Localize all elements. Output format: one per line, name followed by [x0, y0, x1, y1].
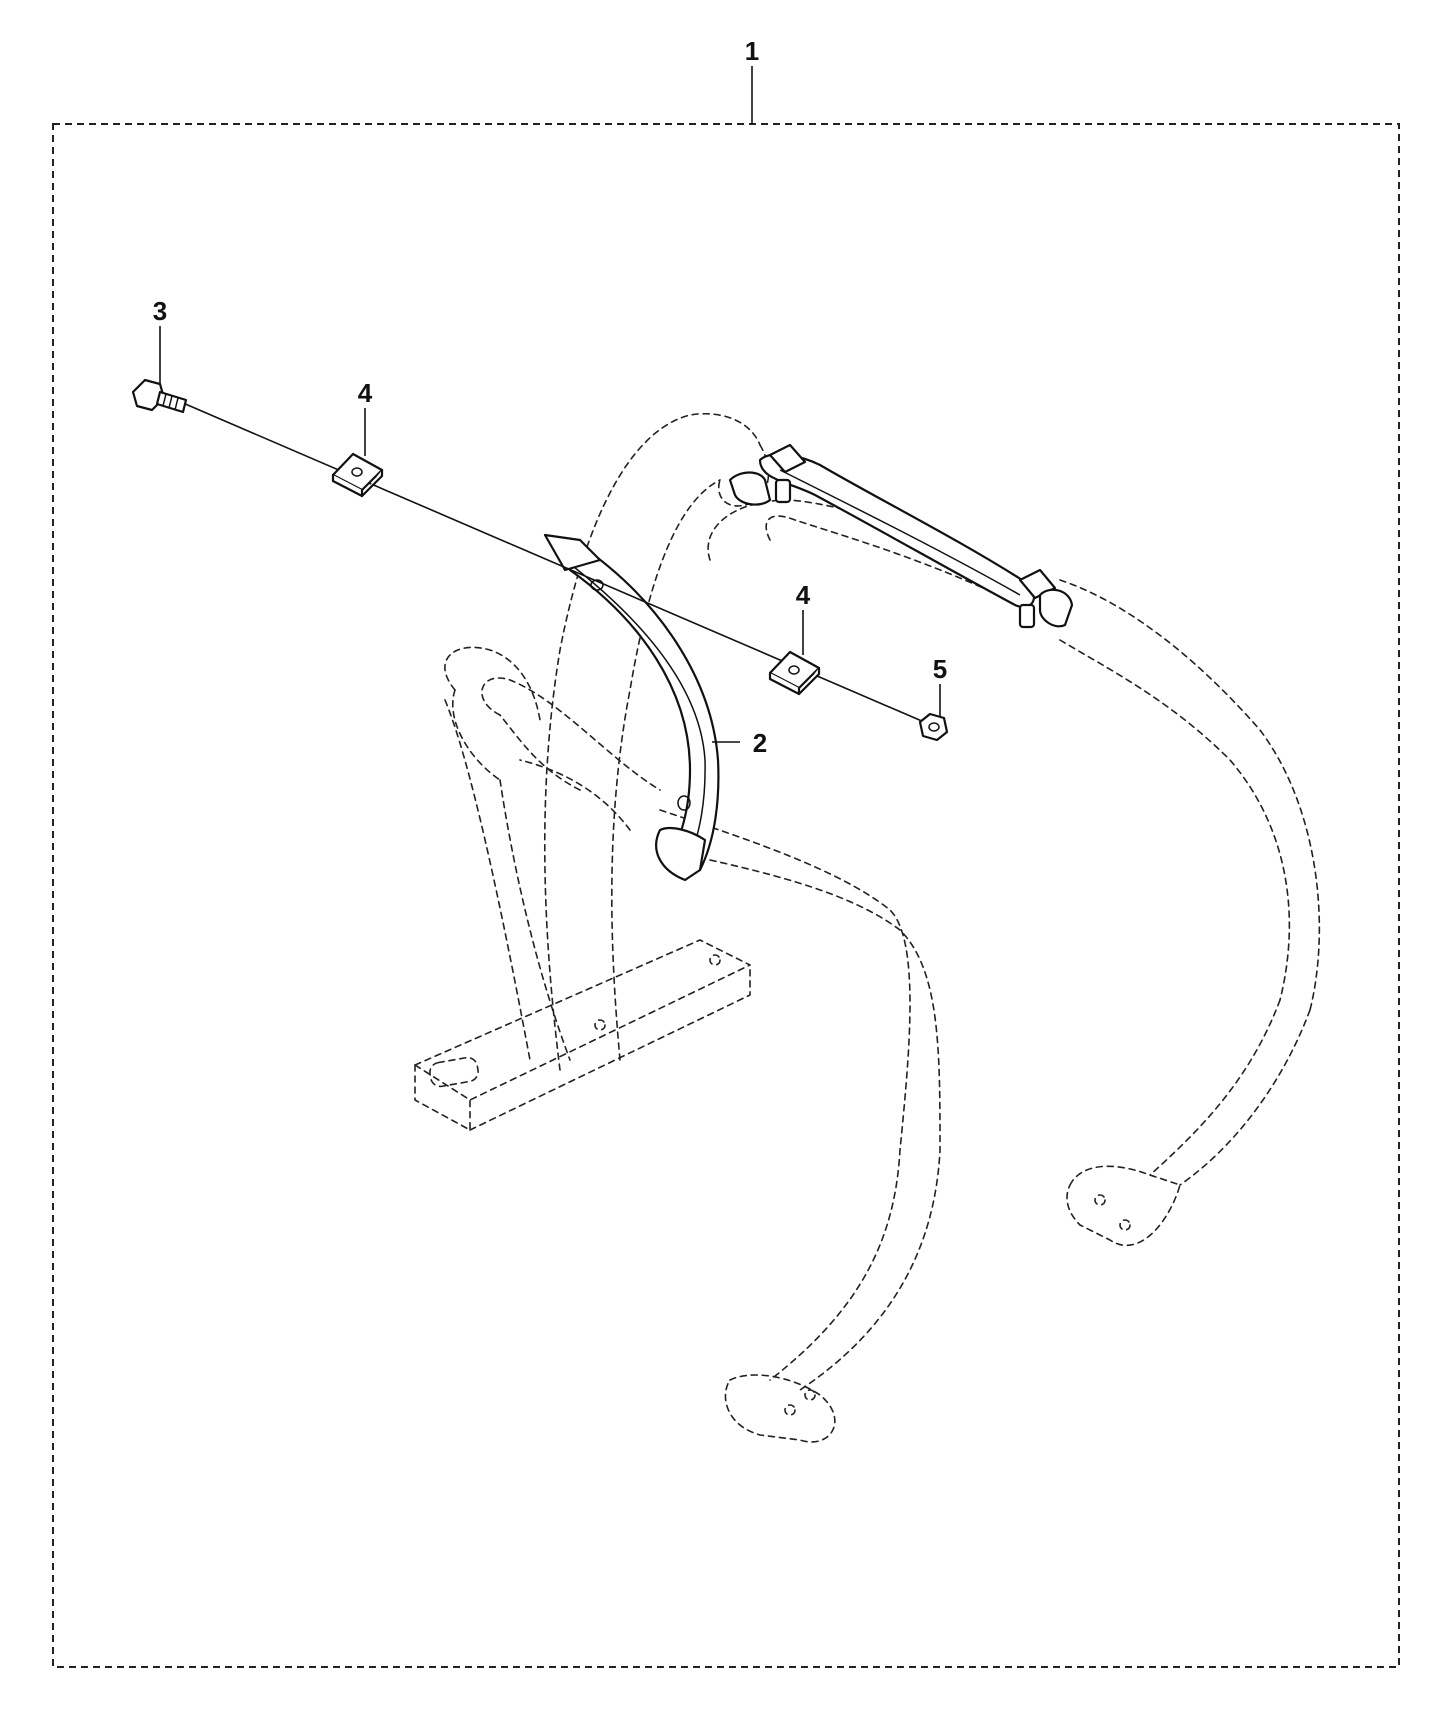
- washer-right-part: [768, 650, 821, 696]
- screw-part: [131, 378, 188, 414]
- callout-bracket: 2: [753, 728, 767, 758]
- bracket-part: [543, 533, 720, 882]
- nut-part: [918, 712, 949, 742]
- callout-kit: 1: [745, 36, 759, 66]
- callout-screw: 3: [153, 296, 167, 326]
- callout-nut: 5: [933, 654, 947, 684]
- phantom-frame: [414, 413, 1321, 1443]
- kit-boundary: [52, 123, 1400, 1668]
- upper-clamp: [728, 443, 1074, 629]
- washer-left-part: [331, 452, 384, 498]
- callout-washer-left: 4: [358, 378, 373, 408]
- callout-washer-right: 4: [796, 580, 811, 610]
- fastener-axis: [182, 402, 939, 729]
